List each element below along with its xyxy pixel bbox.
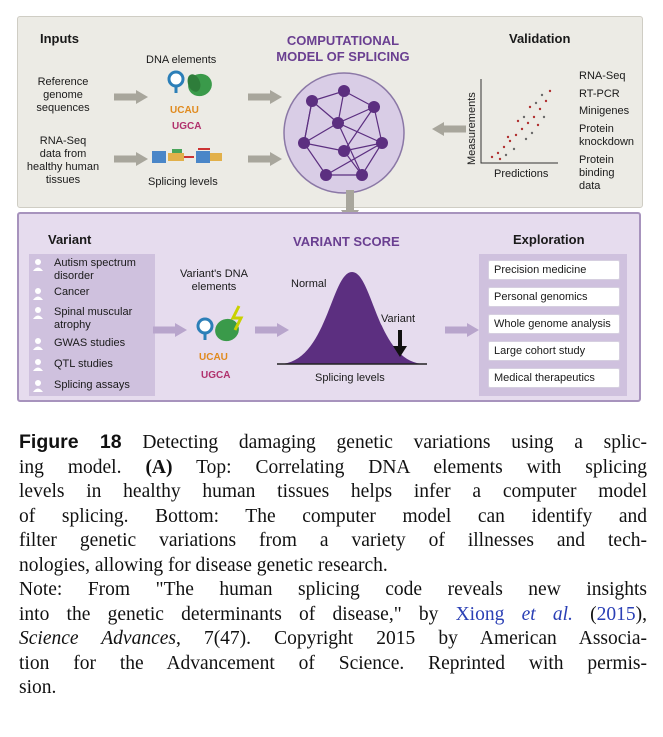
arrow-ref-to-dna — [114, 90, 148, 104]
arrow-splicing-to-model — [248, 152, 282, 166]
arrow-validation-to-model — [432, 122, 466, 136]
splicing-levels-axis-label: Splicing levels — [315, 372, 385, 384]
splicing-distribution-curve — [277, 272, 427, 365]
variant-arrow-icon — [393, 330, 407, 357]
validation-protein-knockdown: Protein knockdown — [579, 123, 635, 148]
exploration-item: Precision medicine — [488, 260, 620, 280]
variant-item: Splicing assays — [54, 379, 130, 391]
person-icon — [33, 338, 43, 350]
arrow-dna-to-score — [255, 323, 289, 337]
top-panel: Inputs Reference genome sequences RNA-Se… — [17, 16, 643, 208]
exploration-item: Whole genome analysis — [488, 314, 620, 334]
variant-item: Autism spectrum disorder — [54, 257, 136, 282]
inputs-title: Inputs — [40, 31, 79, 46]
variant-item: Cancer — [54, 286, 90, 298]
variant-dna-icon: UCAU UGCA — [196, 305, 244, 381]
figure-caption: Figure 18 Detecting damaging genetic var… — [19, 431, 647, 698]
arrow-variant-to-dna — [153, 323, 187, 337]
arrow-dna-to-model — [248, 90, 282, 104]
seq-letters-1: UCAU — [170, 105, 199, 116]
validation-rtpcr: RT-PCR — [579, 88, 620, 100]
validation-minigenes: Minigenes — [579, 105, 630, 117]
bottom-panel: Variant Autism spectrum disorder Cancer … — [17, 212, 641, 402]
variant-dna-label: Variant's DNA elements — [180, 268, 248, 293]
arrow-rnaseq-to-splicing — [114, 152, 148, 166]
person-icon — [33, 380, 43, 392]
splicing-model-network — [283, 72, 405, 194]
dna-elements-label: DNA elements — [146, 54, 217, 66]
exploration-item: Large cohort study — [488, 341, 620, 361]
input-reference-genome: Reference genome sequences — [36, 76, 90, 114]
validation-title: Validation — [509, 31, 571, 46]
citation-link[interactable]: Xiong et al. — [455, 603, 573, 625]
figure-18-diagram: Inputs Reference genome sequences RNA-Se… — [17, 16, 643, 406]
exploration-item: Personal genomics — [488, 287, 620, 307]
validation-protein-binding: Protein binding data — [579, 154, 615, 192]
splicing-levels-label: Splicing levels — [148, 176, 218, 188]
variant-title: Variant — [48, 232, 92, 247]
dna-elements-icon: UCAU UGCA — [167, 70, 212, 132]
normal-label: Normal — [291, 278, 327, 290]
variant-label: Variant — [381, 313, 416, 325]
variant-score-title: VARIANT SCORE — [293, 234, 400, 249]
seq-letters-1: UCAU — [199, 352, 228, 363]
variant-item: GWAS studies — [54, 337, 126, 349]
input-rnaseq: RNA-Seq data from healthy human tissues — [26, 135, 100, 186]
person-icon — [33, 307, 43, 319]
seq-letters-2: UGCA — [201, 370, 230, 381]
predictions-label: Predictions — [494, 168, 549, 180]
validation-scatter — [480, 79, 558, 164]
lightning-icon — [230, 305, 244, 331]
person-icon — [33, 259, 43, 271]
person-icon — [33, 359, 43, 371]
arrow-score-to-exploration — [445, 323, 479, 337]
exploration-item: Medical therapeutics — [488, 368, 620, 388]
measurements-label: Measurements — [466, 92, 478, 165]
seq-letters-2: UGCA — [172, 121, 201, 132]
splicing-levels-icon — [152, 148, 222, 163]
variant-item: Spinal muscular atrophy — [54, 306, 133, 331]
variant-item: QTL studies — [54, 358, 113, 370]
citation-year-link[interactable]: 2015 — [596, 603, 636, 625]
figure-label: Figure 18 — [19, 431, 122, 453]
validation-rnaseq: RNA-Seq — [579, 70, 626, 82]
exploration-title: Exploration — [513, 232, 585, 247]
model-title: COMPUTATIONAL MODEL OF SPLICING — [276, 33, 410, 64]
person-icon — [33, 288, 43, 300]
